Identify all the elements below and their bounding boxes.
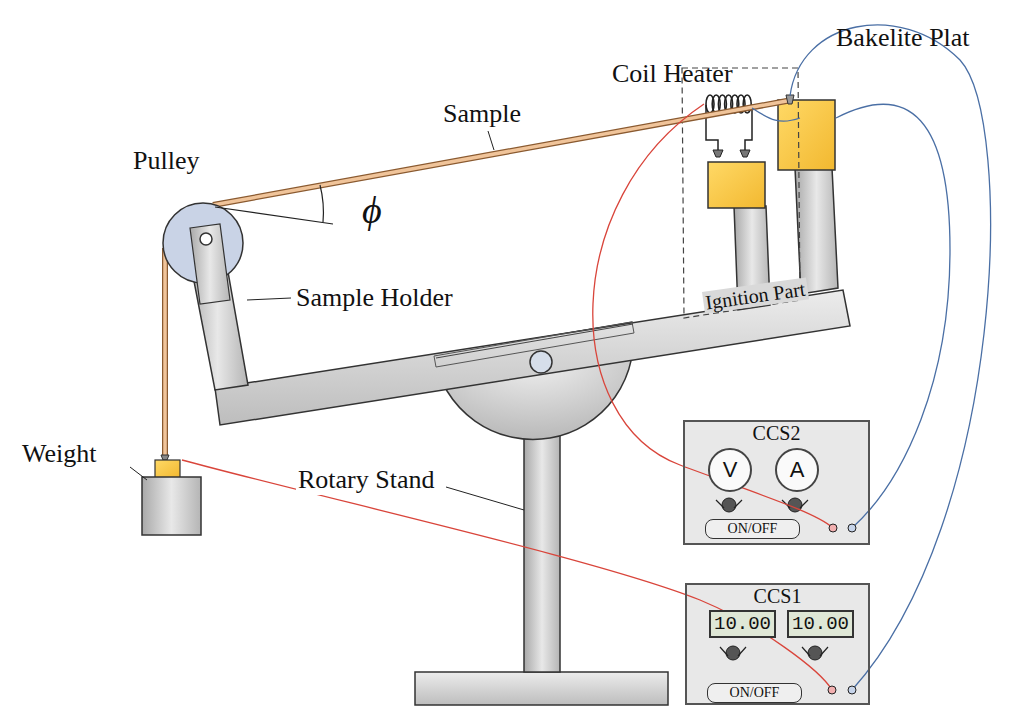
digital-display: 10.00	[709, 610, 776, 638]
part-label: Coil Heater	[612, 60, 733, 89]
button-text: ON/OFF	[730, 685, 780, 700]
display-text: 10.00	[714, 614, 771, 635]
power-supply-panel: CCS2V A ON/OFF	[683, 420, 870, 545]
digital-display: 10.00	[787, 610, 854, 638]
part-label: Rotary Stand	[296, 466, 437, 495]
display-text: 10.00	[792, 614, 849, 635]
power-supply-panel: CCS1 10.00 10.00ON/OFF	[685, 583, 870, 705]
meter-text: V	[723, 458, 738, 482]
part-label: Sample Holder	[296, 284, 453, 313]
power-switch: ON/OFF	[707, 683, 802, 703]
meter-text: A	[790, 458, 805, 482]
voltmeter: V	[708, 448, 752, 492]
part-label: Pulley	[133, 147, 199, 176]
part-label: Weight	[22, 440, 96, 469]
part-label: ϕ	[362, 190, 382, 232]
part-label: Bakelite Plat	[836, 24, 970, 53]
part-label: Sample	[443, 100, 521, 129]
power-switch: ON/OFF	[705, 519, 800, 539]
panel-title: CCS1	[754, 585, 802, 607]
ammeter: A	[775, 448, 819, 492]
button-text: ON/OFF	[728, 521, 778, 536]
panel-title: CCS2	[753, 422, 801, 444]
